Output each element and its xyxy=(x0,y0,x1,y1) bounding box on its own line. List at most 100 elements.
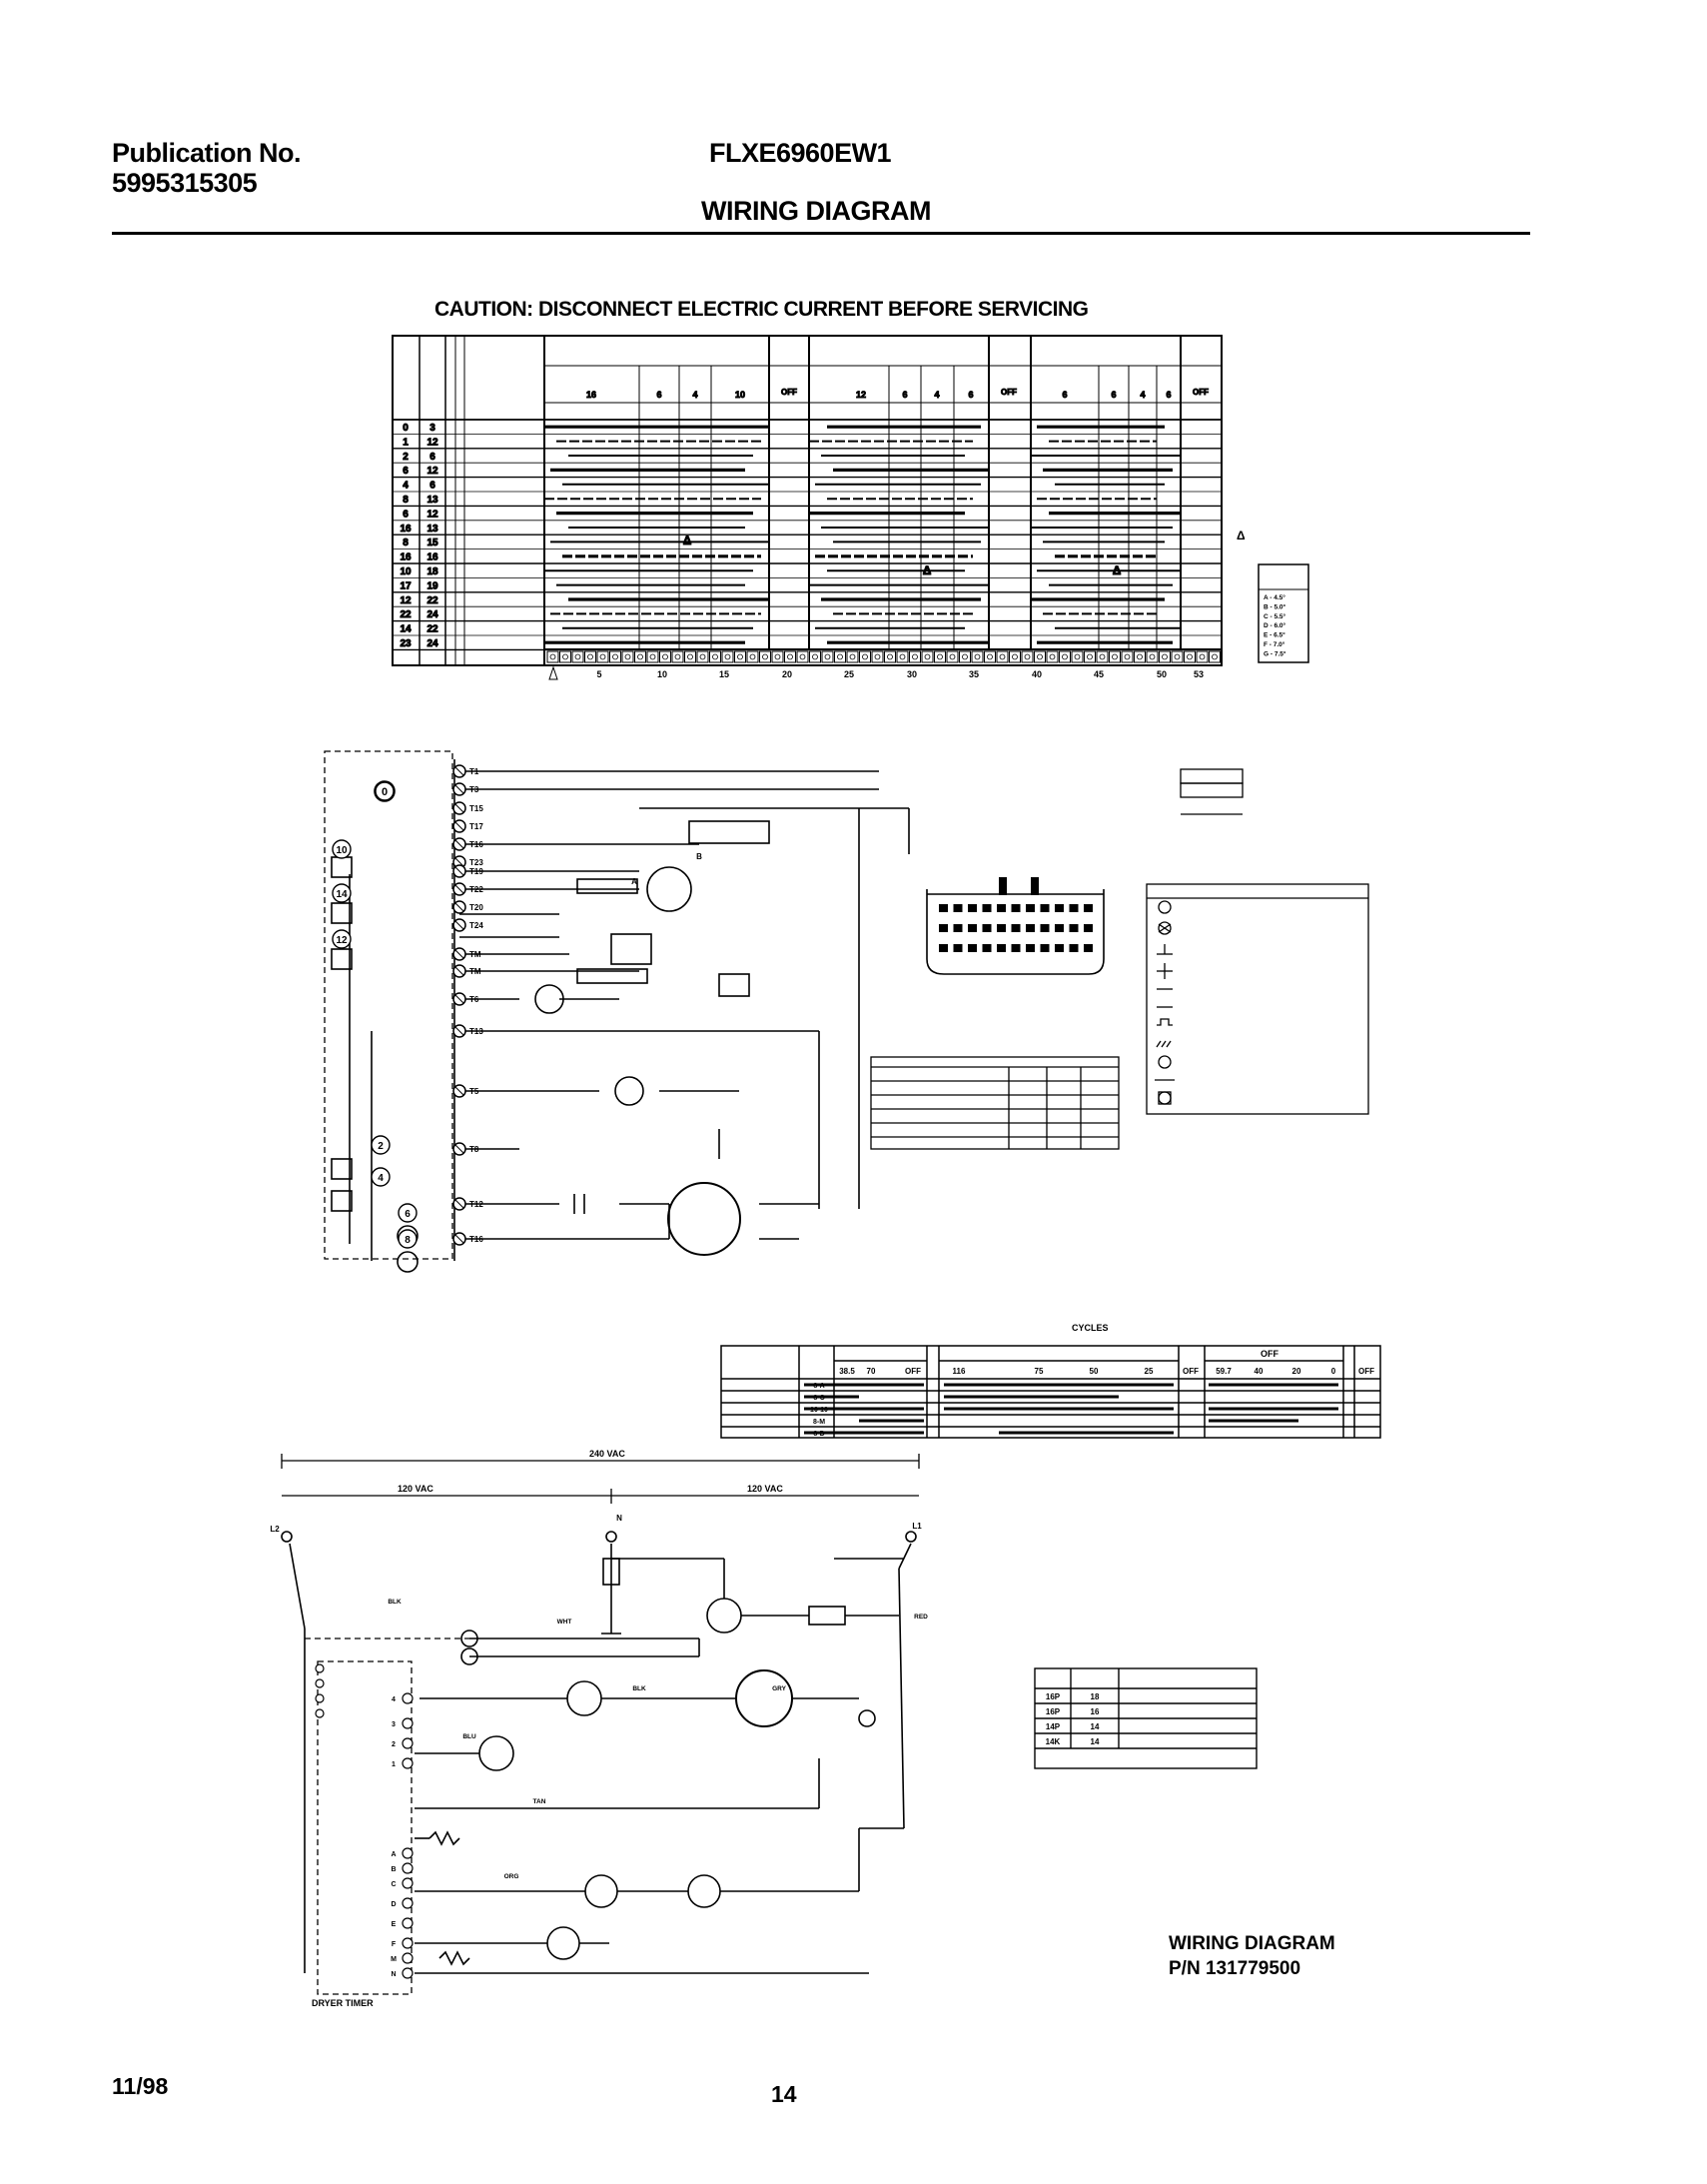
terminal-cross xyxy=(454,1234,464,1244)
dryer-col-label: 50 xyxy=(1090,1367,1099,1376)
scale-tick-label: 5 xyxy=(596,669,601,679)
temperature-switch-table xyxy=(870,1056,1120,1150)
scale-cell-dot xyxy=(1162,653,1168,660)
plug-pin xyxy=(1011,924,1021,932)
interval-duration: 6 xyxy=(1166,390,1171,400)
wire-spec-gauge: 18 xyxy=(1091,1692,1100,1701)
spray-detail xyxy=(1180,768,1244,815)
interval-duration: 4 xyxy=(934,390,939,400)
terminal-cross xyxy=(454,884,464,894)
plug-pin xyxy=(1040,924,1050,932)
dryer-row-code: 8-D xyxy=(813,1431,824,1438)
scale-tick-label: 30 xyxy=(907,669,917,679)
dryer-cycle-chart xyxy=(720,1345,1381,1439)
scale-cell xyxy=(871,650,884,663)
terminal-cross xyxy=(454,766,464,776)
dryer-col-label: 116 xyxy=(953,1367,966,1376)
publication-label: Publication No. xyxy=(112,138,302,168)
scale-cell-dot xyxy=(624,653,631,660)
scale-cell-dot xyxy=(1024,653,1031,660)
plug-pin xyxy=(1084,924,1093,932)
plug-pin xyxy=(1055,924,1064,932)
dryer-contact-label: F xyxy=(392,1941,397,1948)
scale-cell xyxy=(1046,650,1059,663)
contact-number: 19 xyxy=(427,580,438,591)
wire-spec-gauge: 14 xyxy=(1091,1722,1100,1731)
pulse-value: C - 5.5° xyxy=(1264,612,1286,620)
terminal-cross xyxy=(454,1026,464,1036)
scale-cell-dot xyxy=(949,653,956,660)
scale-cell xyxy=(809,650,821,663)
washer-schematic xyxy=(324,750,910,1273)
scale-cell xyxy=(1184,650,1196,663)
terminal-cross xyxy=(454,949,464,959)
plug-pin xyxy=(1011,944,1021,952)
pulse-legend xyxy=(1258,563,1309,663)
delta-indicator: Δ xyxy=(1237,529,1246,543)
scale-cell-dot xyxy=(674,653,681,660)
cam-number: 17 xyxy=(400,580,412,591)
terminal-cross xyxy=(454,803,464,813)
scale-cell xyxy=(821,650,834,663)
scale-cell-dot xyxy=(1137,653,1143,660)
supply-node-label: L1 xyxy=(912,1522,922,1531)
scale-tick-label: 53 xyxy=(1194,669,1204,679)
scale-cell xyxy=(1059,650,1071,663)
dryer-contact-label: C xyxy=(391,1881,396,1888)
dryer-row-code: 8-A xyxy=(813,1383,824,1390)
cam-number: 16 xyxy=(400,524,412,535)
contact-number: 24 xyxy=(427,609,438,620)
scale-cell-dot xyxy=(837,653,843,660)
contact-number: 12 xyxy=(427,437,438,448)
cam-number: 6 xyxy=(405,1209,411,1220)
scale-cell-dot xyxy=(699,653,706,660)
cam-number: 10 xyxy=(400,566,412,577)
plug-key xyxy=(999,877,1007,895)
footer-date: 11/98 xyxy=(112,2073,169,2099)
dryer-contact-label: 3 xyxy=(392,1721,396,1728)
scale-cell-dot xyxy=(574,653,581,660)
scale-cell-dot xyxy=(937,653,943,660)
terminal-label: T13 xyxy=(469,1027,483,1036)
scale-tick-label: 40 xyxy=(1032,669,1042,679)
scale-cell-dot xyxy=(1062,653,1068,660)
interval-duration: 6 xyxy=(1062,390,1067,400)
dryer-col-label: 20 xyxy=(1292,1367,1301,1376)
contact-number: 6 xyxy=(429,452,435,463)
pulse-value: D - 6.0° xyxy=(1264,621,1286,629)
cam-number: 12 xyxy=(400,595,412,606)
pulse-value: F - 7.0° xyxy=(1264,640,1285,648)
scale-cell xyxy=(834,650,846,663)
plug-pin xyxy=(982,904,992,912)
supply-node-label: L2 xyxy=(270,1525,280,1534)
plug-pin xyxy=(997,944,1006,952)
plug-pin xyxy=(1069,904,1079,912)
delta-marker: Δ xyxy=(923,563,932,577)
terminal-label: TM xyxy=(469,950,481,959)
interval-duration: 6 xyxy=(1111,390,1116,400)
cam-bubble xyxy=(398,1203,418,1223)
dryer-off-label: OFF xyxy=(1261,1349,1279,1359)
scale-cell-dot xyxy=(862,653,868,660)
contact-number: 24 xyxy=(427,638,438,649)
dryer-row-code: 8-M xyxy=(813,1419,825,1426)
terminal-cross xyxy=(454,821,464,831)
terminal-label: T6 xyxy=(469,995,479,1004)
contact-number: 13 xyxy=(427,524,438,535)
scale-cell-dot xyxy=(1124,653,1131,660)
plug-pin xyxy=(968,924,977,932)
interval-duration: 6 xyxy=(656,390,661,400)
scale-cell xyxy=(659,650,671,663)
dryer-col-label: OFF xyxy=(1358,1367,1374,1376)
wire-color-label: BLK xyxy=(632,1685,646,1692)
scale-cell-dot xyxy=(662,653,668,660)
scale-cell xyxy=(671,650,684,663)
cam-number: 0 xyxy=(403,423,409,434)
scale-tick-label: 50 xyxy=(1157,669,1167,679)
voltage-right-label: 120 VAC xyxy=(747,1484,783,1494)
wiring-codes-icons xyxy=(1155,900,1175,1105)
scale-cell xyxy=(571,650,584,663)
plug-pin xyxy=(1026,924,1035,932)
terminal-label: T16 xyxy=(469,1235,483,1244)
cycles-label: CYCLES xyxy=(1072,1323,1109,1333)
